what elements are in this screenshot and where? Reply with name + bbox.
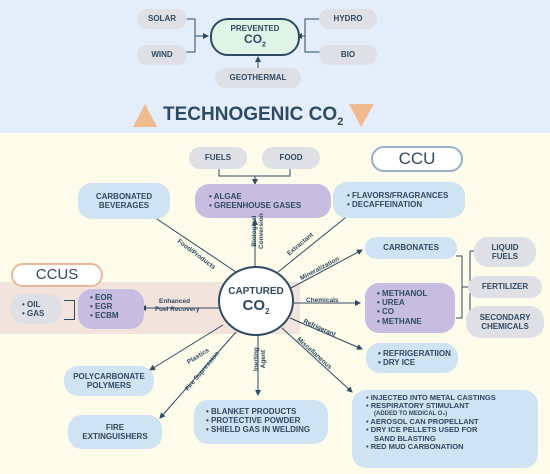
- label-inerting-agent: Inerting Agent: [253, 339, 267, 379]
- eor-item: • EOR: [90, 293, 113, 302]
- prevented-title: PREVENTED: [230, 24, 280, 34]
- captured-co2-circle: CAPTURED CO2: [218, 266, 294, 336]
- oil-item: • OIL: [22, 300, 41, 309]
- methanol-item: • METHANOL: [377, 289, 428, 298]
- prevented-co2-box: PREVENTED CO2: [210, 18, 300, 56]
- source-bio: BIO: [319, 45, 377, 65]
- source-solar: SOLAR: [137, 9, 187, 29]
- liquid-fuels-box: LIQUID FUELS: [474, 237, 536, 267]
- fertilizer-box: FERTILIZER: [468, 276, 542, 298]
- greenhouse-item: • GREENHOUSE GASES: [209, 201, 302, 211]
- methane-item: • METHANE: [377, 316, 422, 326]
- respiratory-item: • RESPIRATORY STIMULANT: [366, 401, 470, 411]
- secondary-line1: SECONDARY: [479, 312, 531, 322]
- fire-extinguishers-box: FIRE EXTINGUISHERS: [68, 415, 162, 449]
- ecbm-item: • ECBM: [90, 311, 119, 321]
- fuels-box: FUELS: [189, 147, 247, 169]
- spoke-plastics: [149, 324, 224, 371]
- inerting-line2: Agent: [260, 349, 267, 369]
- source-hydro: HYDRO: [319, 9, 377, 29]
- right-bracket: [304, 18, 320, 53]
- algae-box: • ALGAE • GREENHOUSE GASES: [195, 184, 331, 218]
- captured-title: CAPTURED: [228, 285, 284, 297]
- secondary-chemicals-box: SECONDARY CHEMICALS: [466, 306, 544, 338]
- urea-item: • UREA: [377, 298, 405, 308]
- blanket-box: • BLANKET PRODUCTS • PROTECTIVE POWDER •…: [194, 400, 328, 444]
- carbonates-box: CARBONATES: [365, 237, 457, 259]
- polycarbonate-box: POLYCARBONATE POLYMERS: [64, 366, 154, 396]
- label-enhanced-recovery: Enhanced Fuel Recovery: [155, 298, 199, 314]
- source-wind: WIND: [137, 45, 187, 65]
- algae-item: • ALGAE: [209, 192, 242, 201]
- label-bio-conversion: Biological Conversion: [251, 211, 265, 251]
- dry-ice-pellets-item: • DRY ICE PELLETS USED FOR: [366, 425, 478, 435]
- oil-gas-box: • OIL • GAS: [10, 294, 62, 324]
- eor-box: • EOR • EGR • ECBM: [78, 289, 144, 329]
- chemicals-box: • METHANOL • UREA • CO • METHANE: [365, 283, 455, 333]
- shield-gas-item: • SHIELD GAS IN WELDING: [206, 425, 311, 435]
- poly-line2: POLYMERS: [86, 381, 132, 390]
- liquid-line2: FUELS: [491, 252, 519, 261]
- carbonated-line1: CARBONATED: [95, 191, 153, 201]
- prevented-co2: CO2: [244, 32, 266, 49]
- spoke-refrigerant: [289, 317, 363, 350]
- secondary-line2: CHEMICALS: [481, 322, 529, 331]
- spoke-mineral: [290, 249, 363, 289]
- flavors-box: • FLAVORS/FRAGRANCES • DECAFFEINATION: [333, 182, 465, 218]
- fire-line2: EXTINGUISHERS: [82, 432, 148, 441]
- liquid-line1: LIQUID: [491, 242, 519, 252]
- dry-ice-item: • DRY ICE: [378, 358, 416, 368]
- decaf-item: • DECAFFEINATION: [347, 200, 423, 210]
- captured-co2: CO2: [242, 297, 270, 317]
- technogenic-title: TECHNOGENIC CO2: [163, 104, 344, 128]
- food-box: FOOD: [262, 147, 320, 169]
- poly-line1: POLYCARBONATE: [73, 371, 145, 381]
- enhanced-line2: Fuel Recovery: [155, 305, 200, 313]
- egr-item: • EGR: [90, 302, 113, 312]
- red-mud-item: • RED MUD CARBONATION: [366, 442, 464, 452]
- sand-blasting-item: SAND BLASTING: [374, 433, 436, 443]
- bio-line1: Biological: [250, 215, 258, 247]
- ccus-label: CCUS: [11, 263, 103, 287]
- flavors-item: • FLAVORS/FRAGRANCES: [347, 191, 449, 200]
- bio-line2: Conversion: [258, 213, 265, 250]
- enhanced-line1: Enhanced: [159, 298, 191, 305]
- co-item: • CO: [377, 307, 395, 317]
- carbonated-beverages-box: CARBONATED BEVERAGES: [78, 183, 170, 219]
- spoke-food: [144, 210, 237, 273]
- carbonated-line2: BEVERAGES: [98, 201, 150, 210]
- label-chemicals: Chemicals: [306, 297, 339, 304]
- triangle-up-icon: [133, 104, 157, 127]
- injected-item: • INJECTED INTO METAL CASTINGS: [366, 393, 496, 402]
- misc-box: • INJECTED INTO METAL CASTINGS • RESPIRA…: [352, 390, 538, 468]
- fire-line1: FIRE: [105, 422, 125, 432]
- powder-item: • PROTECTIVE POWDER: [206, 416, 301, 426]
- spoke-misc: [281, 327, 353, 393]
- triangle-down-icon: [349, 104, 374, 127]
- spoke-fire: [159, 331, 237, 419]
- aerosol-item: • AEROSOL CAN PROPELLANT: [366, 416, 479, 426]
- spoke-extractant: [277, 209, 356, 273]
- respiratory-note: (ADDED TO MEDICAL O₂): [374, 410, 448, 417]
- ccu-label: CCU: [371, 146, 463, 172]
- refrigeration-box: • REFRIGERATIION • DRY ICE: [366, 343, 458, 373]
- refrigeration-item: • REFRIGERATIION: [378, 349, 451, 358]
- source-geothermal: GEOTHERMAL: [215, 68, 301, 88]
- gas-item: • GAS: [22, 309, 45, 319]
- oil-gas-bracket: [64, 300, 75, 320]
- blanket-item: • BLANKET PRODUCTS: [206, 407, 297, 416]
- inerting-line1: Inerting: [252, 347, 260, 372]
